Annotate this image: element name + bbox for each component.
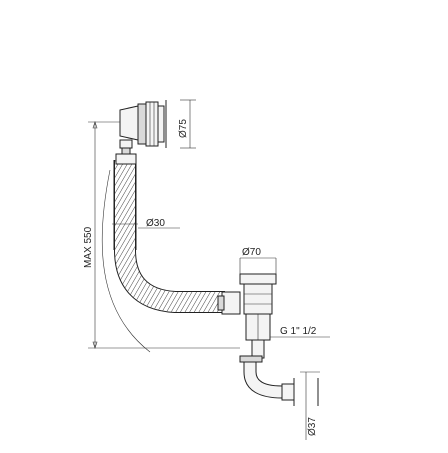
overflow-head <box>119 100 167 155</box>
max-height-label: MAX 550 <box>83 226 94 268</box>
dimension-lines <box>88 99 330 440</box>
waste-diameter-label: Ø70 <box>242 247 261 258</box>
hose-diameter-label: Ø30 <box>146 218 165 229</box>
hose-coupling-top <box>115 153 137 165</box>
thread-label: G 1" 1/2 <box>280 326 317 337</box>
overflow-diameter-label: Ø75 <box>178 119 189 138</box>
outlet-diameter-label: Ø37 <box>307 417 318 436</box>
flexible-hose <box>113 160 225 313</box>
waste-body <box>217 273 277 341</box>
drain-pipe <box>239 339 319 406</box>
